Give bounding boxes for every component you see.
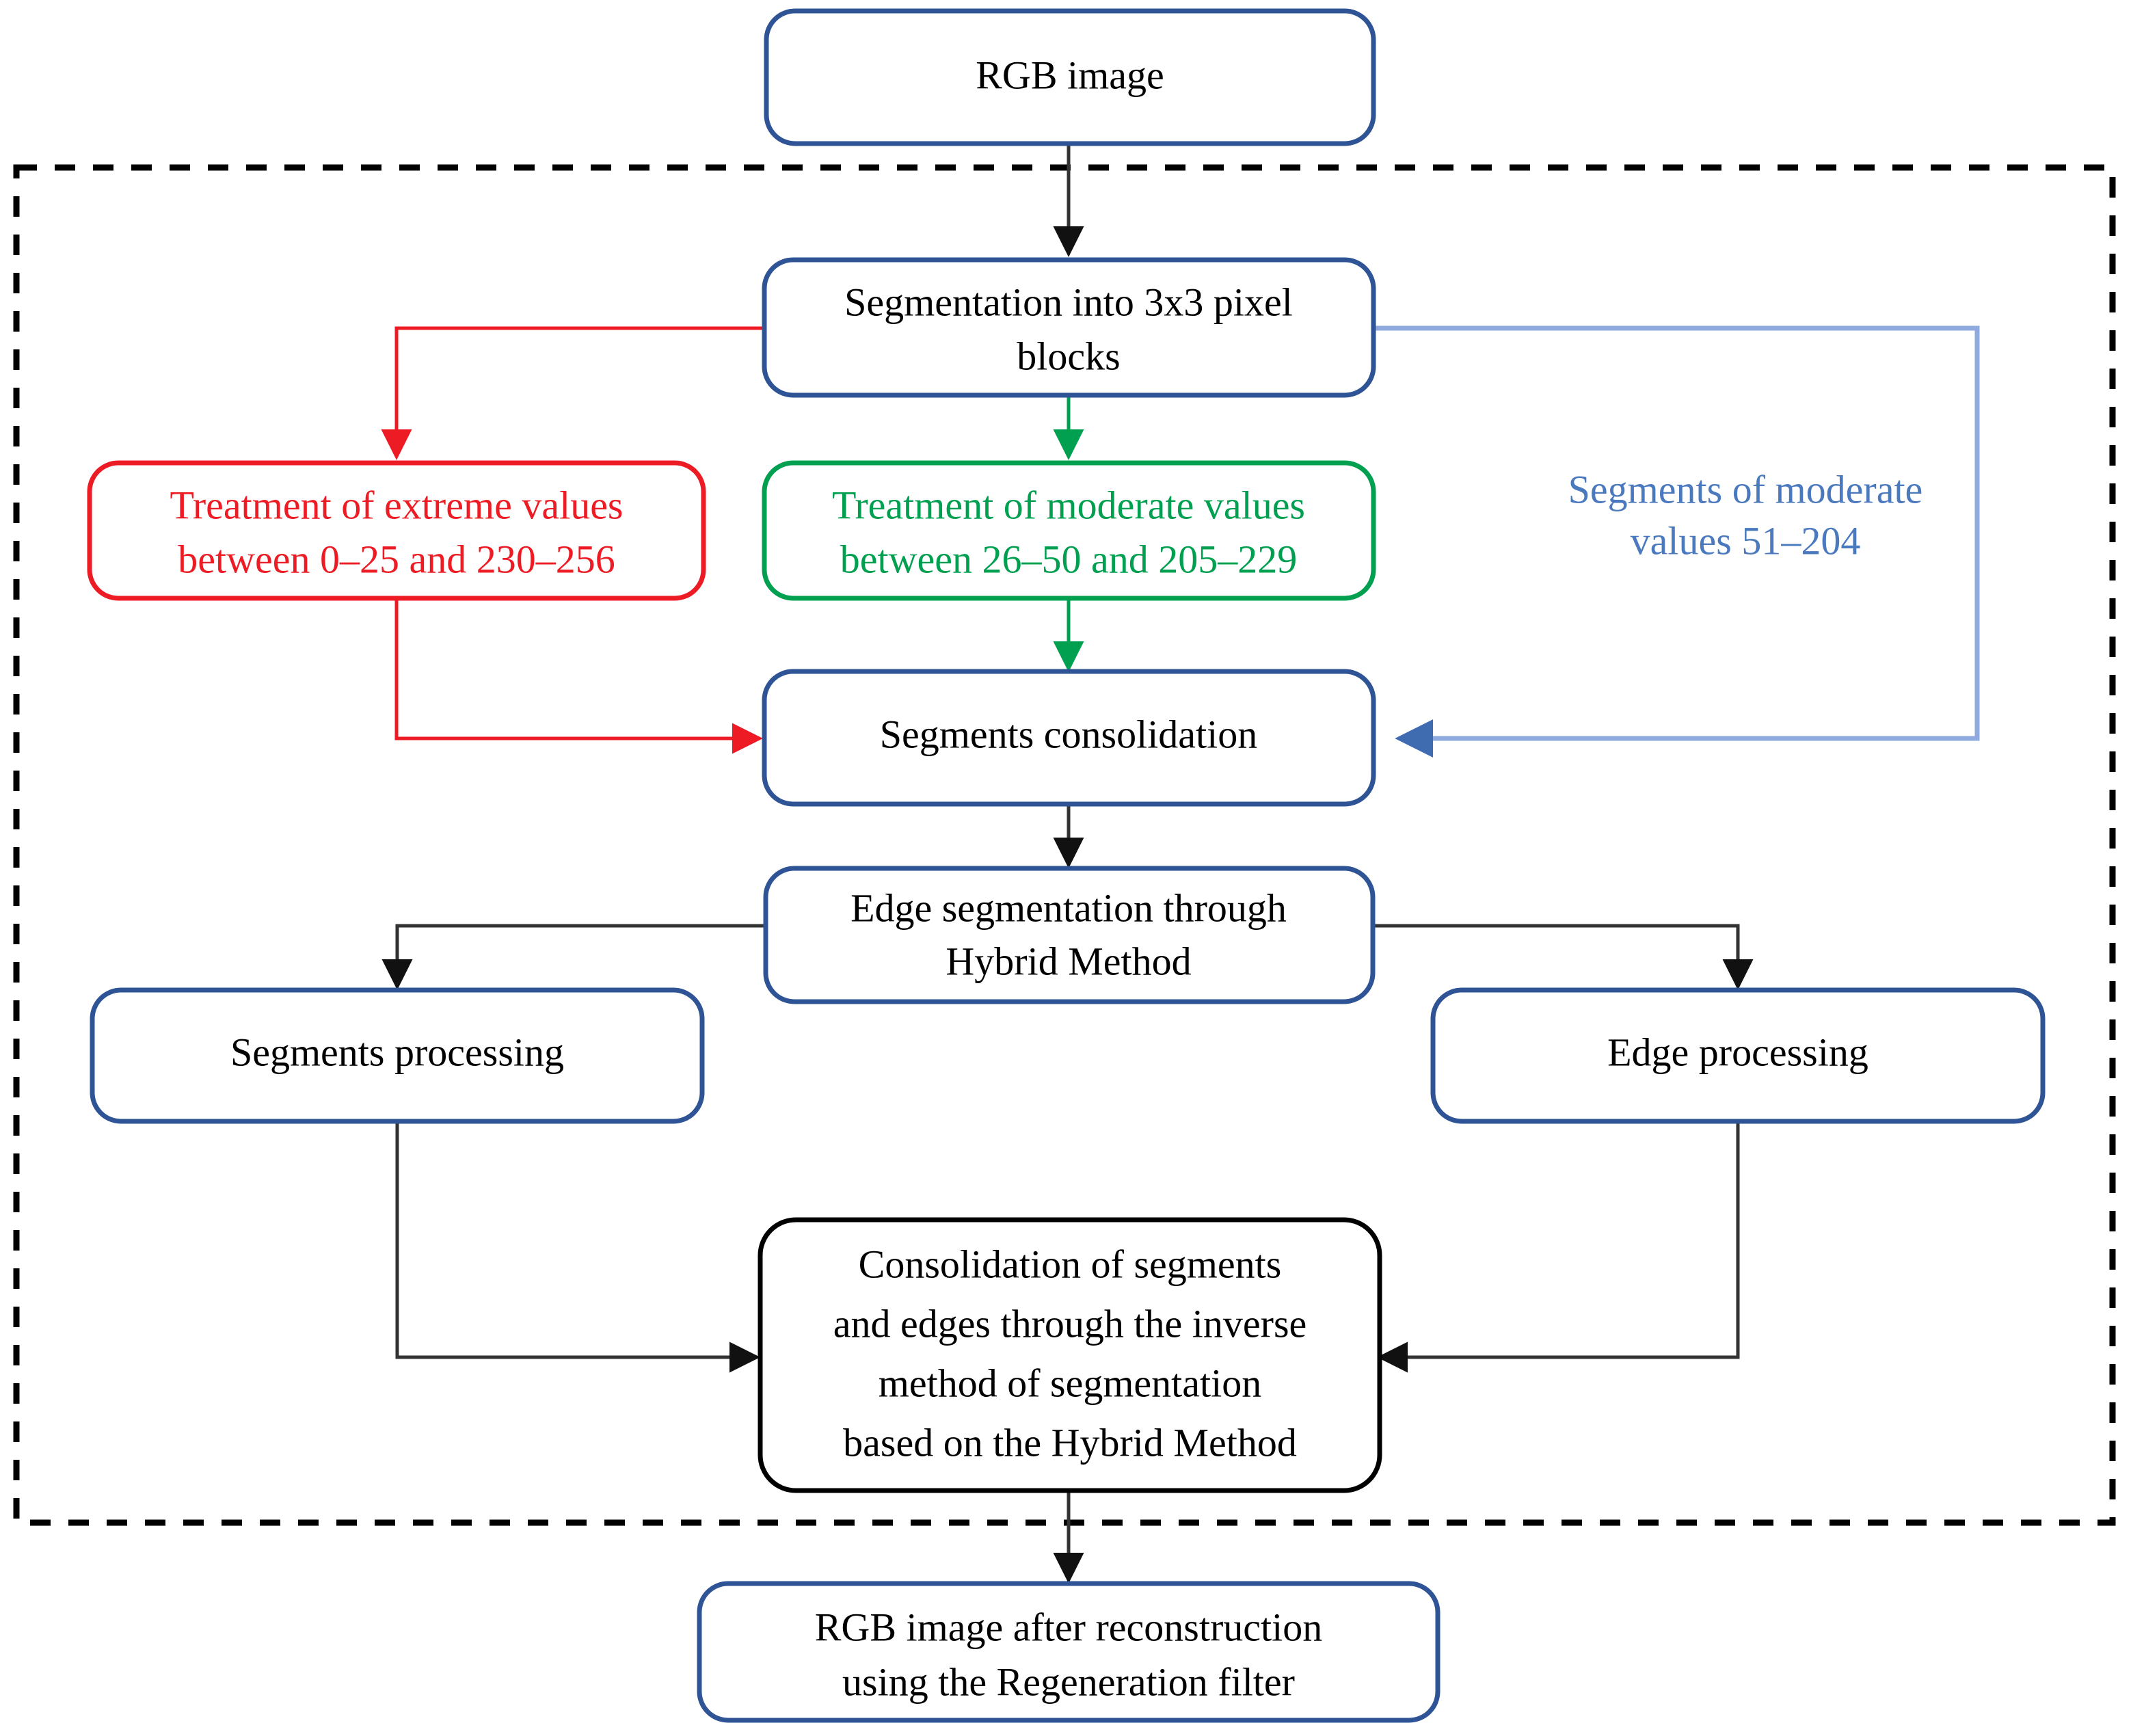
edge-extreme-to-consolidation (394, 597, 763, 754)
node-consolidation-inverse-label-line3: method of segmentation (879, 1361, 1262, 1405)
node-edge-segmentation[interactable]: Edge segmentation through Hybrid Method (763, 866, 1376, 1004)
node-segmentation-blocks-label-line2: blocks (1017, 334, 1120, 378)
node-rgb-reconstructed-label-line2: using the Regeneration filter (842, 1659, 1295, 1704)
edge-edgeseg-to-segments-processing (381, 924, 766, 990)
node-segments-processing[interactable]: Segments processing (90, 987, 705, 1124)
node-rgb-reconstructed[interactable]: RGB image after reconstruction using the… (697, 1581, 1440, 1723)
node-consolidation-inverse-label-line2: and edges through the inverse (833, 1301, 1307, 1346)
edge-edgeseg-to-edge-processing (1373, 924, 1754, 990)
node-segments-consolidation-label-line1: Segments consolidation (880, 712, 1258, 756)
annotation-segments-moderate-line1: Segments of moderate (1568, 467, 1923, 511)
node-moderate-values[interactable]: Treatment of moderate values between 26–… (762, 460, 1376, 601)
node-edge-processing[interactable]: Edge processing (1430, 987, 2046, 1124)
node-segmentation-blocks-box[interactable] (762, 257, 1376, 398)
node-edge-processing-box[interactable] (1430, 987, 2046, 1124)
node-consolidation-inverse[interactable]: Consolidation of segments and edges thro… (758, 1217, 1382, 1493)
node-moderate-values-label-line2: between 26–50 and 205–229 (840, 537, 1297, 581)
node-segmentation-blocks-label-line1: Segmentation into 3x3 pixel (844, 280, 1293, 324)
node-segmentation-blocks[interactable]: Segmentation into 3x3 pixel blocks (762, 257, 1376, 398)
node-segments-processing-box[interactable] (90, 987, 705, 1124)
node-edge-segmentation-box[interactable] (763, 866, 1376, 1004)
node-moderate-values-box[interactable] (762, 460, 1376, 601)
node-extreme-values-label-line1: Treatment of extreme values (170, 483, 623, 527)
dashed-region (13, 164, 2116, 1526)
node-consolidation-inverse-label-line1: Consolidation of segments (859, 1242, 1282, 1286)
edge-edge-processing-to-inverse (1377, 1121, 1740, 1373)
node-moderate-values-label-line1: Treatment of moderate values (832, 483, 1305, 527)
node-rgb-reconstructed-label-line1: RGB image after reconstruction (815, 1605, 1322, 1649)
node-extreme-values[interactable]: Treatment of extreme values between 0–25… (87, 460, 706, 601)
edge-segmentation-to-extreme (381, 326, 764, 460)
node-rgb-image-label-line1: RGB image (976, 53, 1164, 97)
edge-segmentation-to-consolidation-blue (1373, 325, 1980, 758)
node-edge-processing-label-line1: Edge processing (1607, 1030, 1868, 1074)
edge-segments-processing-to-inverse (395, 1121, 760, 1373)
annotation-segments-moderate-line2: values 51–204 (1631, 518, 1861, 563)
node-consolidation-inverse-box[interactable] (758, 1217, 1382, 1493)
annotation-segments-moderate: Segments of moderate values 51–204 (1568, 467, 1923, 563)
node-rgb-reconstructed-box[interactable] (697, 1581, 1440, 1723)
node-edge-segmentation-label-line2: Hybrid Method (946, 939, 1191, 983)
node-rgb-image[interactable]: RGB image (764, 8, 1376, 146)
node-extreme-values-label-line2: between 0–25 and 230–256 (178, 537, 615, 581)
node-segments-processing-label-line1: Segments processing (230, 1030, 564, 1074)
node-segments-consolidation-box[interactable] (762, 669, 1376, 807)
node-edge-segmentation-label-line1: Edge segmentation through (850, 885, 1287, 930)
node-extreme-values-box[interactable] (87, 460, 706, 601)
node-consolidation-inverse-label-line4: based on the Hybrid Method (843, 1420, 1297, 1465)
node-segments-consolidation[interactable]: Segments consolidation (762, 669, 1376, 807)
node-rgb-image-box[interactable] (764, 8, 1376, 146)
